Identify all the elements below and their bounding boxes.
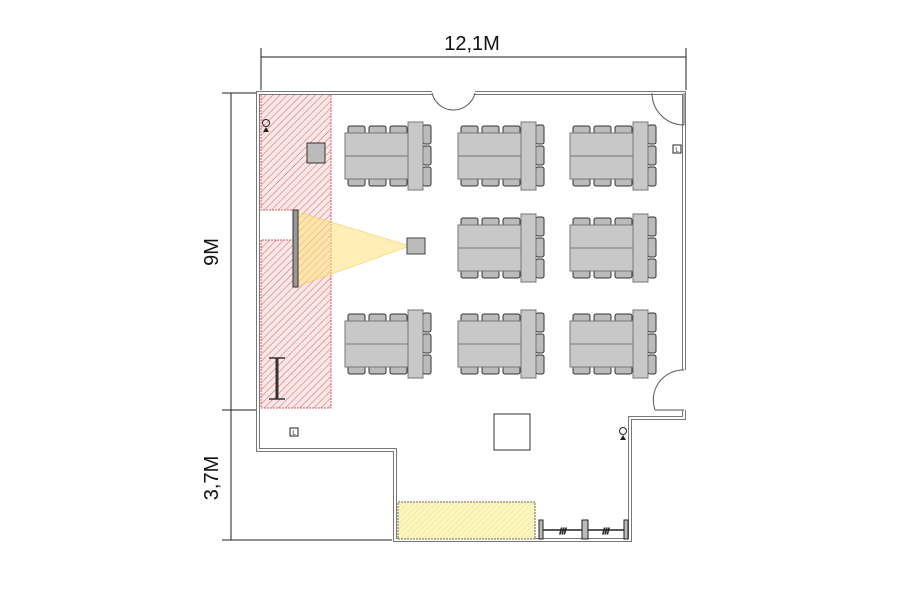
table-group [344, 309, 432, 379]
table-end [407, 121, 424, 191]
height-lower-label: 3,7M [201, 456, 223, 500]
table-end [407, 309, 424, 379]
chair [422, 333, 432, 354]
table-end [632, 121, 649, 191]
height-main-label: 9M [201, 238, 223, 266]
table-group [569, 309, 657, 379]
table-group [569, 121, 657, 191]
chair [647, 258, 657, 279]
door-right-bottom[interactable] [652, 369, 685, 411]
storage-zone [397, 501, 536, 540]
chair [535, 354, 545, 375]
light-switch-marker: L [289, 427, 299, 437]
chair [422, 145, 432, 166]
svg-text:///: /// [603, 527, 610, 536]
outlet-icon [262, 119, 270, 132]
svg-text:L: L [292, 431, 296, 437]
light-switch-marker: L [672, 144, 682, 154]
height-dimension: 9M 3,7M [201, 92, 392, 541]
table-group [344, 121, 432, 191]
table-end [520, 213, 537, 283]
table-end [520, 309, 537, 379]
svg-text:L: L [675, 148, 679, 154]
chair [535, 166, 545, 187]
chair [535, 145, 545, 166]
table-end [520, 121, 537, 191]
table-group [457, 309, 545, 379]
chair [422, 354, 432, 375]
width-label: 12,1M [444, 33, 500, 55]
window-sliding: /// /// [538, 519, 629, 540]
chair [535, 124, 545, 145]
chair [647, 354, 657, 375]
chair [647, 124, 657, 145]
chair [647, 166, 657, 187]
chair [535, 258, 545, 279]
table-layout [344, 121, 657, 379]
chair [647, 237, 657, 258]
svg-text:///: /// [560, 527, 567, 536]
outlet-icon [619, 427, 627, 440]
chair [535, 333, 545, 354]
projection-screen [292, 209, 299, 288]
lectern-icon [269, 357, 285, 400]
podium [306, 142, 326, 164]
chair [647, 145, 657, 166]
center-square [493, 413, 531, 451]
chair [422, 124, 432, 145]
chair [535, 237, 545, 258]
door-top[interactable] [431, 92, 476, 111]
chair [535, 216, 545, 237]
table-group [457, 213, 545, 283]
projection-cone [297, 211, 411, 287]
table-group [457, 121, 545, 191]
door-right-top[interactable] [651, 92, 685, 126]
chair [647, 216, 657, 237]
chair [647, 312, 657, 333]
table-group [569, 213, 657, 283]
width-dimension: 12,1M [260, 33, 687, 90]
table-end [632, 213, 649, 283]
chair [535, 312, 545, 333]
chair [647, 333, 657, 354]
chair [422, 312, 432, 333]
projector-icon [406, 237, 426, 255]
table-end [632, 309, 649, 379]
chair [422, 166, 432, 187]
